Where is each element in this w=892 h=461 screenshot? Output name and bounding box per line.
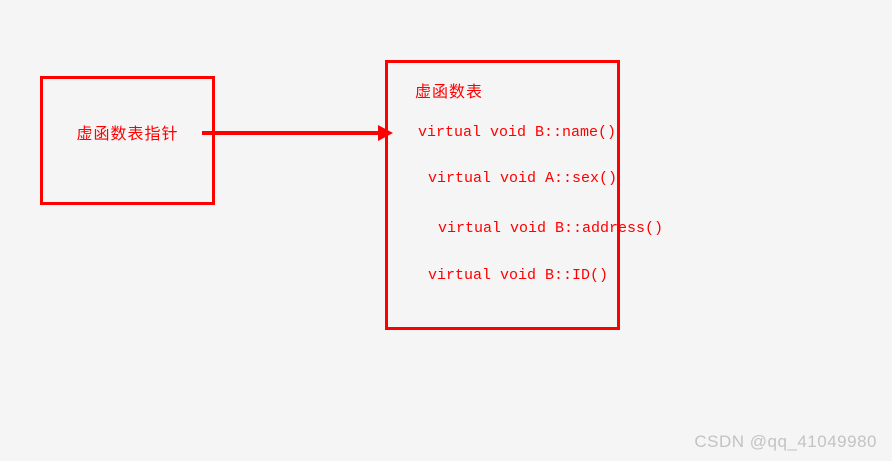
vtable-pointer-box: 虚函数表指针 [40,76,215,205]
csdn-watermark: CSDN @qq_41049980 [694,432,877,451]
vtable-title: 虚函数表 [415,84,484,101]
vtable-entry: virtual void B::name() [418,124,617,141]
vtable-box: 虚函数表 virtual void B::name() virtual void… [385,60,663,330]
vtable-entry: virtual void A::sex() [428,170,618,187]
vtable-pointer-label: 虚函数表指针 [76,125,179,143]
arrow-line [202,131,380,135]
vtable-entry: virtual void B::ID() [428,267,609,284]
vtable-entry: virtual void B::address() [438,220,664,237]
